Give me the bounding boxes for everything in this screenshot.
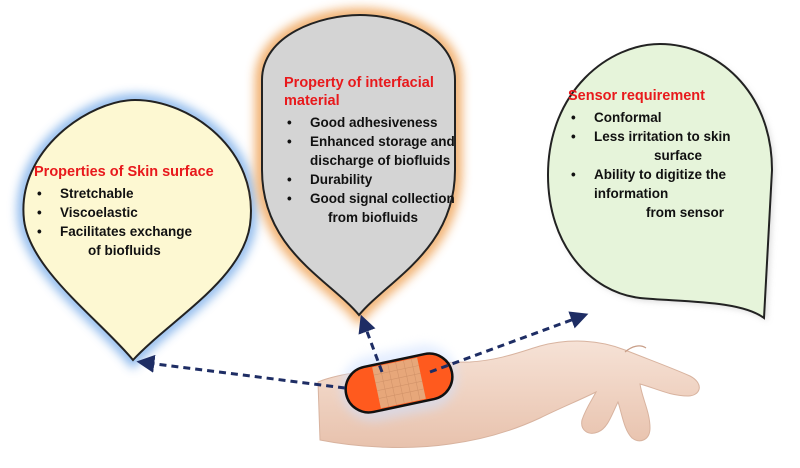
arrow-to-sensor (429, 311, 589, 374)
skin-properties-list: •Stretchable •Viscoelastic •Facilitates … (34, 184, 244, 260)
arrow-to-interfacial (358, 314, 384, 373)
interfacial-properties-list: •Good adhesiveness •Enhanced storage and… (284, 113, 474, 227)
interfacial-panel-title: Property of interfacial material (284, 75, 434, 109)
skin-panel-title: Properties of Skin surface (34, 164, 214, 180)
list-item: •Conformal (571, 110, 662, 125)
list-item: •Good adhesiveness (287, 115, 438, 130)
arrow-to-skin (136, 354, 346, 390)
sensor-drop-shape (546, 42, 774, 320)
skin-properties-drop (17, 93, 257, 370)
skin-properties-panel: Properties of Skin surface •Stretchable … (34, 163, 244, 260)
adhesive-patch (340, 344, 458, 422)
interfacial-drop-shape (261, 13, 456, 317)
skin-drop-shape (22, 98, 252, 362)
list-item: •Viscoelastic (37, 205, 138, 220)
connector-arrows (136, 311, 589, 390)
list-item: •Durability (287, 172, 373, 187)
list-item: •Stretchable (37, 186, 134, 201)
patch-pad (372, 357, 426, 409)
interfacial-material-drop (255, 7, 462, 326)
sensor-requirement-panel: Sensor requirement •Conformal •Less irri… (568, 87, 768, 222)
sensor-requirement-drop (546, 42, 775, 321)
sensor-panel-title: Sensor requirement (568, 88, 705, 104)
interfacial-material-panel: Property of interfacial material •Good a… (284, 74, 474, 227)
